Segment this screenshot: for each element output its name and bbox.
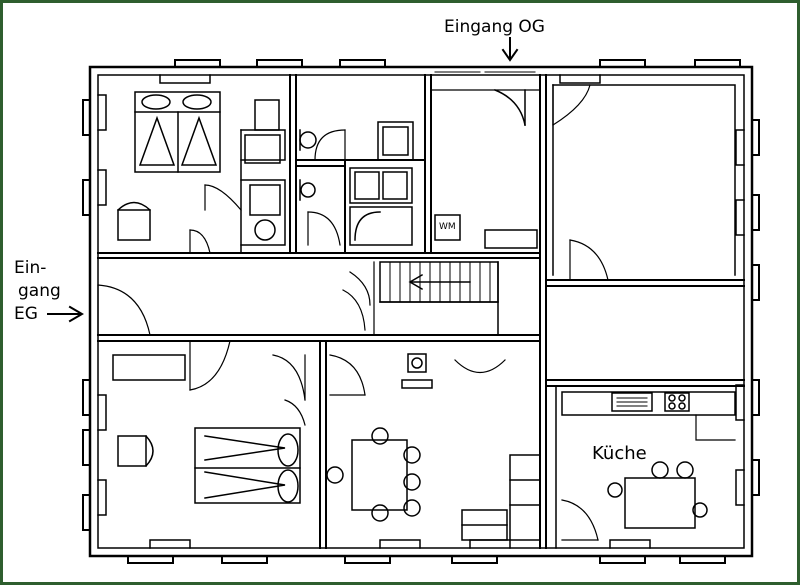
arrow-down-icon [501, 37, 519, 62]
label-entrance-ground-1: Ein- [14, 258, 47, 278]
living-room-bottom [326, 353, 541, 541]
bathrooms-top [299, 121, 414, 246]
label-entrance-ground-2: gang [18, 281, 61, 301]
label-entrance-ground-3: EG [14, 304, 38, 324]
outer-walls [88, 65, 754, 558]
room-right-top [552, 84, 736, 281]
bedroom-bottom [112, 340, 306, 504]
stair-arrow-icon [408, 273, 471, 291]
label-washing-machine: WM [439, 222, 456, 232]
corridor [97, 261, 499, 336]
wall-pilasters [82, 59, 760, 564]
bedroom-top [116, 91, 286, 254]
laundry-room [430, 71, 541, 249]
kitchen [561, 391, 736, 541]
arrow-right-icon [47, 305, 84, 323]
label-kitchen: Küche [592, 443, 647, 464]
interior-walls [97, 74, 745, 549]
label-entrance-upper: Eingang OG [444, 17, 545, 37]
